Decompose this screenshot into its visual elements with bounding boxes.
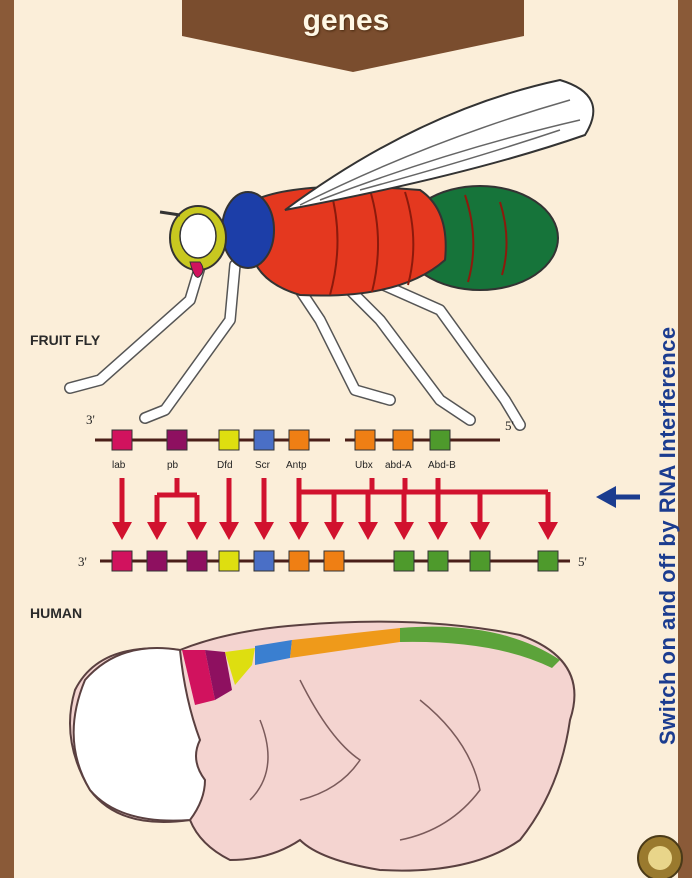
rnai-caption: Switch on and off by RNA Interference — [655, 326, 680, 745]
fly-gene-label-abd-b: Abd-B — [428, 460, 456, 471]
fly-gene-label-dfd: Dfd — [217, 460, 233, 471]
human-label: HUMAN — [30, 605, 82, 621]
human-gene-1 — [112, 551, 132, 571]
human-5prime-label: 5' — [578, 554, 587, 569]
fly-gene-lab — [112, 430, 132, 450]
human-gene-7 — [324, 551, 344, 571]
fly-gene-scr — [254, 430, 274, 450]
human-gene-4 — [219, 551, 239, 571]
human-gene-5 — [254, 551, 274, 571]
human-gene-11 — [538, 551, 558, 571]
fly-gene-label-lab: lab — [112, 460, 126, 471]
fruit-fly-illustration — [70, 80, 593, 425]
fly-gene-antp — [289, 430, 309, 450]
fly-gene-ubx — [355, 430, 375, 450]
orthology-arrows — [122, 478, 548, 525]
human-gene-10 — [470, 551, 490, 571]
human-gene-3 — [187, 551, 207, 571]
fly-gene-label-pb: pb — [167, 460, 179, 471]
fly-gene-label-antp: Antp — [286, 460, 307, 471]
fly-gene-pb — [167, 430, 187, 450]
fly-5prime-label: 5' — [505, 418, 514, 433]
human-gene-8 — [394, 551, 414, 571]
fly-gene-dfd — [219, 430, 239, 450]
page-title: genes — [0, 4, 692, 38]
human-embryo-illustration — [70, 622, 574, 871]
human-3prime-label: 3' — [78, 554, 87, 569]
publisher-logo — [638, 836, 682, 878]
fly-3prime-label: 3' — [86, 412, 95, 427]
human-gene-cluster: 3' 5' — [78, 551, 587, 571]
human-gene-9 — [428, 551, 448, 571]
fly-gene-abd-b — [430, 430, 450, 450]
fruit-fly-label: FRUIT FLY — [30, 332, 101, 348]
orthology-arrowheads — [112, 522, 558, 540]
human-gene-6 — [289, 551, 309, 571]
fly-gene-label-abd-a: abd-A — [385, 460, 412, 471]
human-gene-2 — [147, 551, 167, 571]
fly-gene-label-scr: Scr — [255, 460, 271, 471]
fly-gene-label-ubx: Ubx — [355, 460, 373, 471]
rnai-arrow — [596, 486, 640, 508]
fly-gene-abd-a — [393, 430, 413, 450]
